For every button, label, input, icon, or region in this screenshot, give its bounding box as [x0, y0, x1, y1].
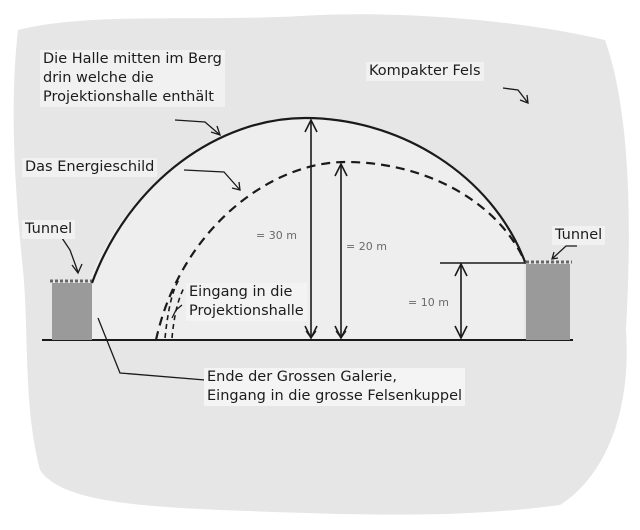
leader-tunnel-left-head: [71, 263, 83, 275]
label-tunnel-left: Tunnel: [22, 220, 76, 239]
outer-dome: [90, 116, 527, 284]
measure-10m: = 10 m: [408, 296, 449, 309]
leader-tunnel-right: [552, 245, 577, 259]
energy-shield-arc: [154, 160, 527, 341]
height-10-arrow-top: [454, 262, 468, 277]
height-20-arrow-top: [334, 162, 348, 177]
leader-halle-head: [210, 125, 222, 137]
leader-fels: [502, 87, 529, 104]
height-30-arrow-top: [304, 118, 318, 133]
label-galerie: Ende der Grossen Galerie, Eingang in die…: [204, 368, 466, 406]
leader-tunnel-left: [61, 237, 79, 273]
label-galerie-line-2: Eingang in die grosse Felsenkuppel: [207, 388, 463, 404]
leader-fels-head: [519, 94, 529, 104]
label-halle-line-3: Projektionshalle enthält: [43, 89, 214, 105]
leader-halle: [174, 119, 221, 136]
label-tunnel-left-text: Tunnel: [25, 221, 73, 237]
leader-schild-head: [231, 181, 241, 191]
leader-galerie: [97, 317, 206, 381]
tunnel-left-block: [52, 283, 92, 340]
leader-schild: [183, 169, 241, 191]
label-halle-line-2: drin welche die: [43, 70, 154, 86]
label-eingang-line-2: Projektionshalle: [189, 303, 304, 319]
label-schild-text: Das Energieschild: [25, 159, 155, 175]
label-halle: Die Halle mitten im Berg drin welche die…: [40, 50, 225, 107]
label-eingang-projektionshalle: Eingang in die Projektionshalle: [186, 283, 307, 321]
tunnel-right-block: [526, 264, 570, 340]
label-halle-line-1: Die Halle mitten im Berg: [43, 51, 222, 67]
label-tunnel-right-text: Tunnel: [555, 227, 603, 243]
height-10-arrow-bottom: [454, 325, 468, 340]
label-galerie-line-1: Ende der Grossen Galerie,: [207, 369, 397, 385]
measure-30m: = 30 m: [256, 229, 297, 242]
leader-eingang: [171, 304, 183, 319]
measure-20m: = 20 m: [346, 240, 387, 253]
base-tick-20: [335, 330, 347, 340]
entrance-dash-2: [171, 285, 186, 339]
base-tick-30: [305, 330, 317, 340]
label-fels: Kompakter Fels: [366, 62, 484, 81]
entrance-dash-1: [164, 277, 181, 339]
leader-tunnel-right-head: [551, 251, 559, 260]
label-fels-text: Kompakter Fels: [369, 63, 481, 79]
label-schild: Das Energieschild: [22, 158, 158, 177]
label-tunnel-right: Tunnel: [552, 226, 606, 245]
label-eingang-line-1: Eingang in die: [189, 284, 293, 300]
